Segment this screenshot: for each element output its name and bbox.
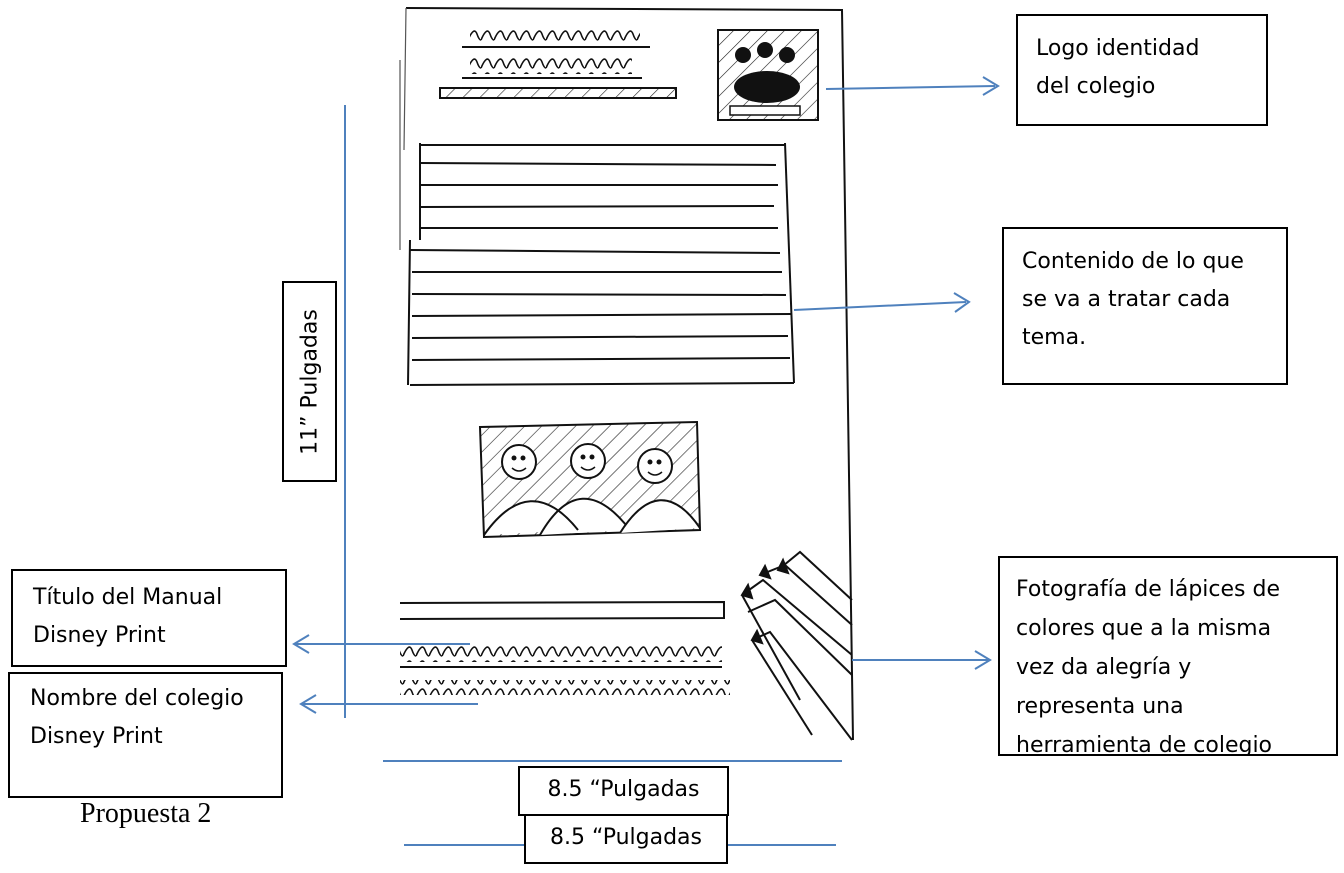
logo-annotation-line-1: Logo identidad — [1036, 36, 1200, 61]
school-name-annotation: Nombre del colegio Disney Print — [8, 672, 283, 798]
paper-outline — [399, 7, 854, 741]
width-dimension-label-bottom: 8.5 “Pulgadas — [524, 814, 728, 864]
content-annotation: Contenido de lo que se va a tratar cada … — [1002, 227, 1288, 385]
annotation-arrows — [292, 76, 1000, 846]
content-annotation-line-2: se va a tratar cada — [1022, 287, 1231, 312]
pencils-sketch — [740, 550, 853, 741]
content-lines — [407, 142, 795, 386]
width-dimension-text-bottom: 8.5 “Pulgadas — [550, 825, 702, 850]
photo-annotation-line-2: colores que a la misma — [1016, 616, 1272, 641]
photo-annotation: Fotografía de lápices de colores que a l… — [998, 556, 1338, 756]
title-annotation: Título del Manual Disney Print — [11, 569, 287, 667]
title-scribbles — [439, 27, 677, 99]
logo-annotation-line-2: del colegio — [1036, 74, 1156, 99]
photo-annotation-line-1: Fotografía de lápices de — [1016, 577, 1280, 602]
logo-sketch — [717, 29, 819, 121]
height-dimension-text: 11” Pulgadas — [297, 308, 322, 455]
photo-annotation-line-4: representa una — [1016, 694, 1184, 719]
proposal-caption: Propuesta 2 — [80, 798, 212, 829]
bottom-scribbles — [399, 600, 730, 695]
content-annotation-line-3: tema. — [1022, 325, 1087, 350]
title-annotation-line-1: Título del Manual — [33, 585, 223, 610]
logo-annotation: Logo identidad del colegio — [1016, 14, 1268, 126]
photo-annotation-line-3: vez da alegría y — [1016, 655, 1192, 680]
content-annotation-line-1: Contenido de lo que — [1022, 249, 1244, 274]
school-name-annotation-line-1: Nombre del colegio — [30, 686, 244, 711]
school-name-annotation-line-2: Disney Print — [30, 724, 163, 749]
children-photo-sketch — [478, 420, 702, 539]
height-dimension-label: 11” Pulgadas — [282, 281, 337, 482]
photo-annotation-line-5: herramienta de colegio — [1016, 733, 1273, 756]
title-annotation-line-2: Disney Print — [33, 623, 166, 648]
width-dimension-text-top: 8.5 “Pulgadas — [547, 777, 700, 802]
width-dimension-label-top: 8.5 “Pulgadas — [518, 766, 729, 816]
